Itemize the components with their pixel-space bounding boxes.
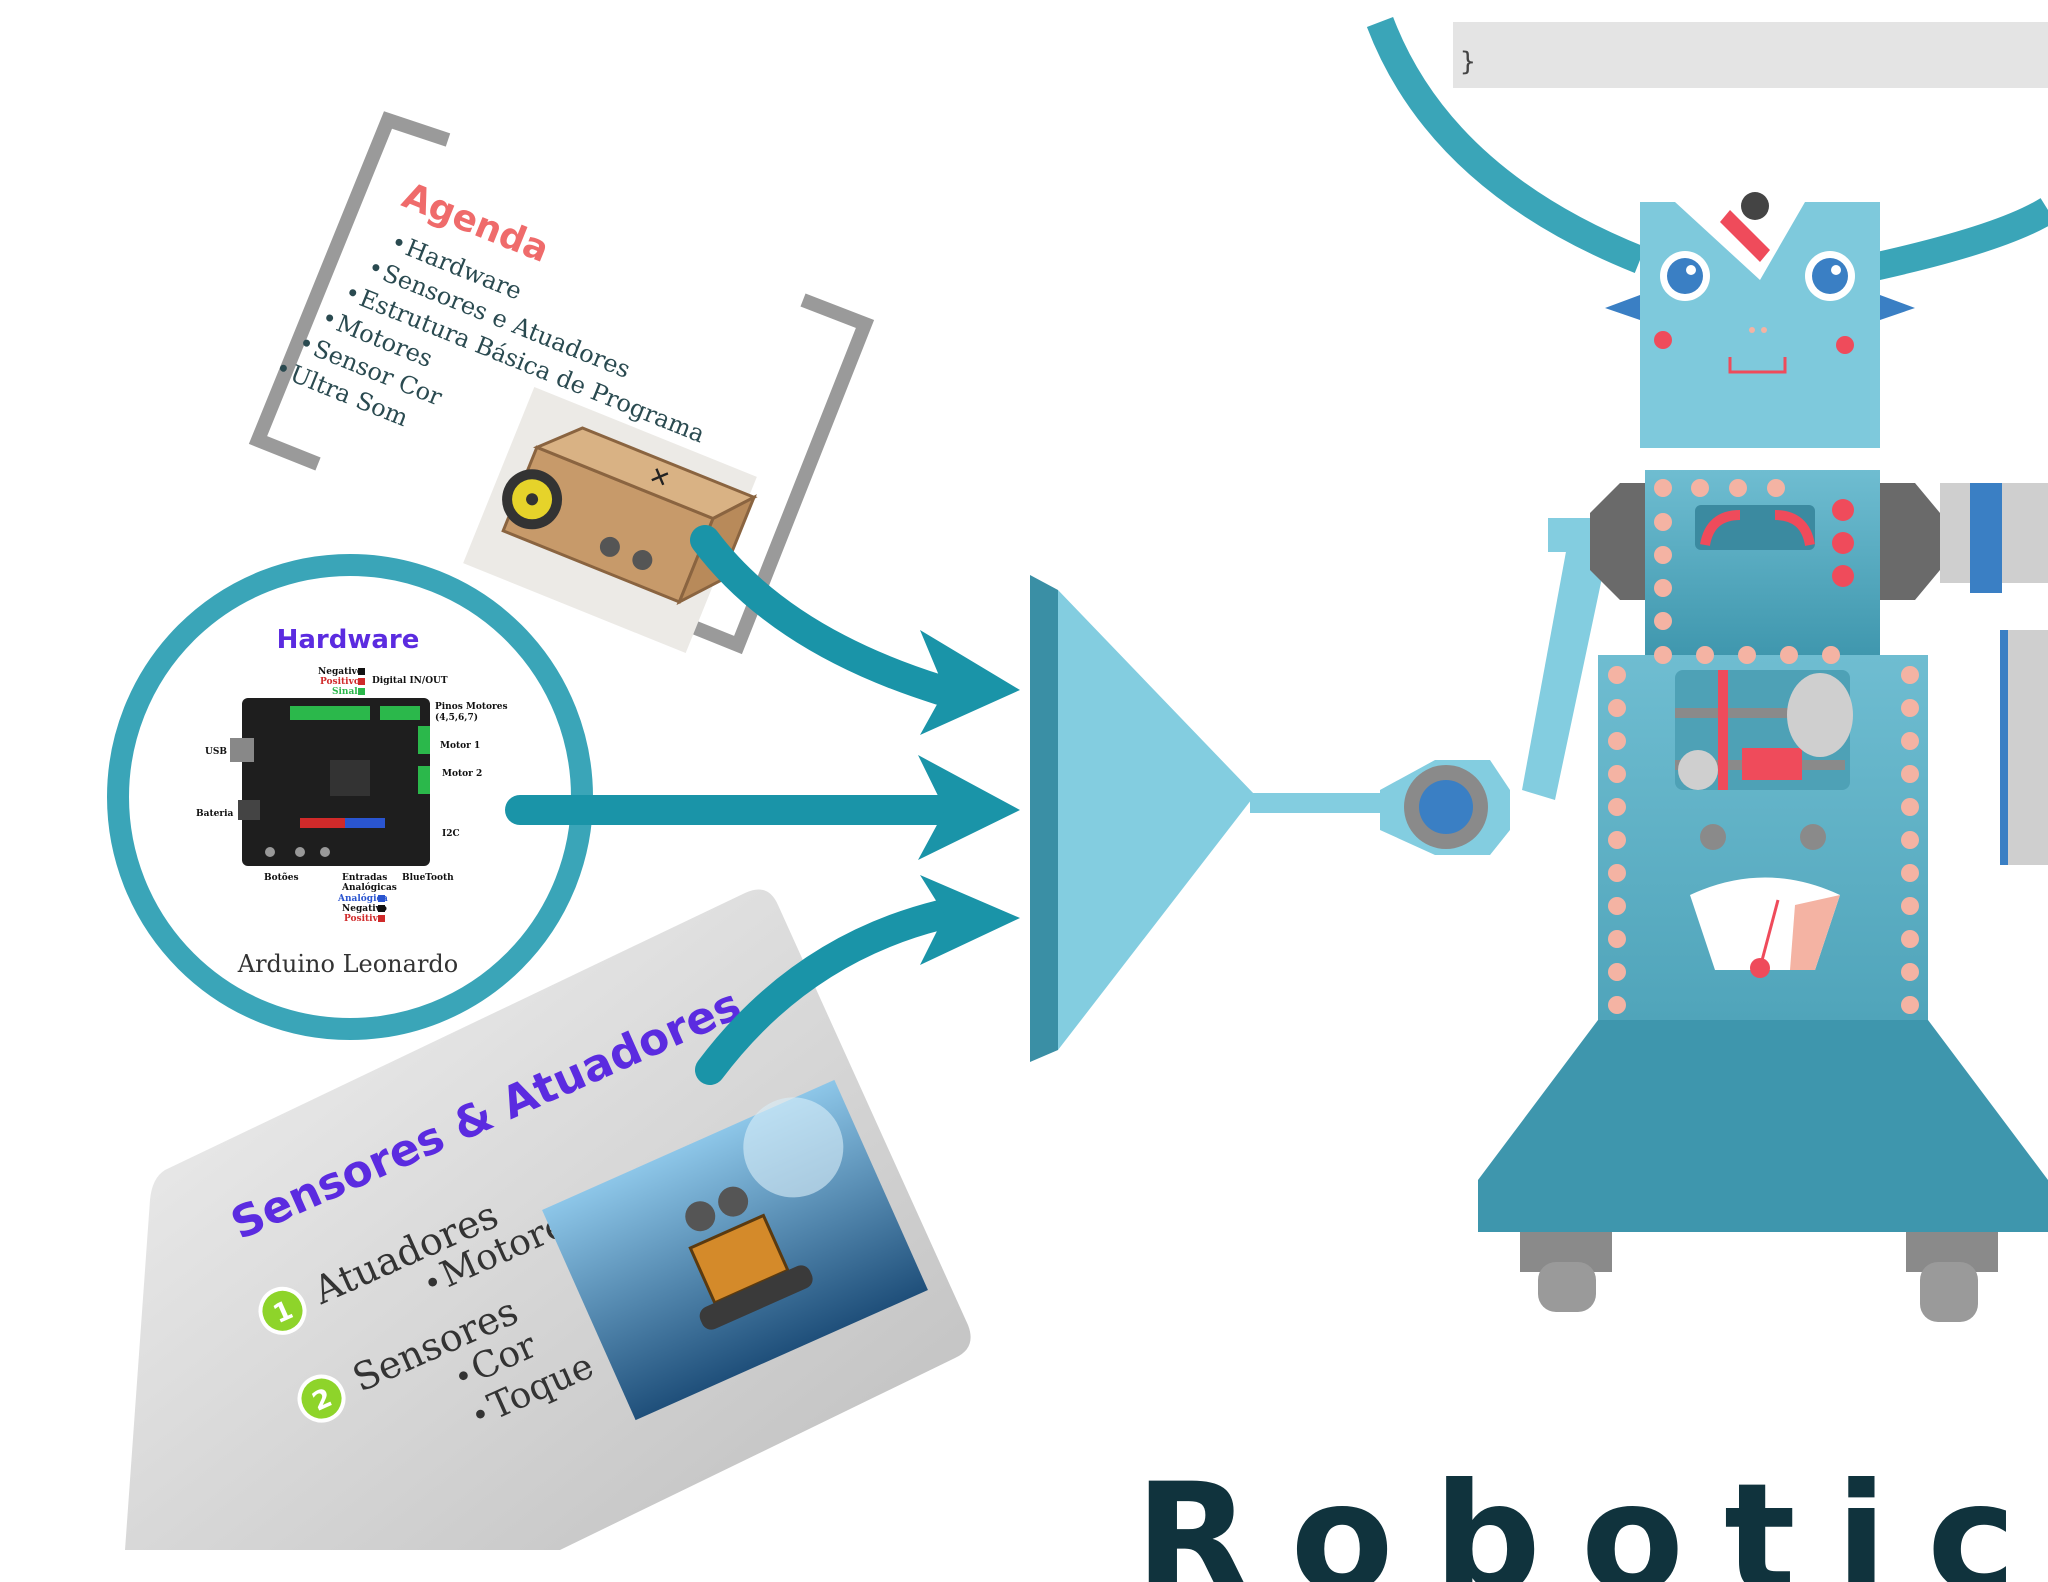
robot-dot [1901, 765, 1919, 783]
robot-dot [1901, 666, 1919, 684]
robot-dot [1654, 612, 1672, 630]
board-label-digital: Digital IN/OUT [372, 676, 448, 686]
robot-dot [1691, 479, 1709, 497]
board-label-entradas: Entradas [342, 873, 387, 883]
arrow-head-middle [918, 755, 1020, 860]
code-closing-brace: } [1460, 47, 1476, 77]
robot-dot [1832, 565, 1854, 587]
robot-head [1605, 192, 1915, 448]
robot-dot [1608, 963, 1626, 981]
robot-dot [1901, 897, 1919, 915]
board-label-motor1: Motor 1 [440, 741, 480, 751]
robot-dot [1767, 479, 1785, 497]
board-label-negativo2: Negativo [342, 904, 387, 914]
legend-swatch-red [358, 678, 365, 685]
board-label-negativo: Negativo [318, 667, 363, 677]
group-badge-2: 2 [297, 1374, 346, 1423]
robot-illustration: } [1366, 17, 2048, 1322]
robot-dot [1901, 831, 1919, 849]
robot-dot [1608, 666, 1626, 684]
arrow-from-sensores [695, 900, 955, 1085]
robot-dot [1901, 732, 1919, 750]
robot-dot [1654, 546, 1672, 564]
robot-dot [1901, 864, 1919, 882]
group-badge-1: 1 [258, 1286, 307, 1335]
robot-dot [1608, 699, 1626, 717]
hardware-frame[interactable]: Hardware Negativo Positivo Sinal Digital… [107, 554, 593, 1040]
board-label-pinos-motores: Pinos Motores [435, 702, 508, 712]
hardware-title: Hardware [277, 625, 420, 655]
board-label-analogicas: Analógicas [341, 882, 397, 893]
robot-dot [1654, 479, 1672, 497]
legend-swatch-black-2 [378, 905, 385, 912]
board-label-usb: USB [205, 747, 227, 757]
robot-car-image: ✕ [463, 386, 758, 654]
robot-dot [1901, 996, 1919, 1014]
robot-dot [1608, 996, 1626, 1014]
arrow-from-agenda [690, 525, 955, 705]
board-label-positivo: Positivo [320, 677, 360, 687]
robot-dot [1608, 831, 1626, 849]
arrow-head-bottom [920, 875, 1020, 965]
robot-dot [1608, 864, 1626, 882]
board-label-bateria: Bateria [196, 809, 233, 819]
robot-dot [1832, 499, 1854, 521]
board-label-pinos-numbers: (4,5,6,7) [435, 712, 478, 723]
legend-swatch-blue [378, 895, 385, 902]
board-label-sinal: Sinal [332, 687, 358, 697]
legend-swatch-green [358, 688, 365, 695]
board-label-bluetooth: BlueTooth [402, 873, 454, 883]
connector-arrows [505, 525, 1020, 1085]
agenda-right-bracket [673, 293, 875, 655]
robot-dot [1608, 765, 1626, 783]
robot-dot [1608, 798, 1626, 816]
robot-dot [1780, 646, 1798, 664]
sensores-frame[interactable]: Sensores & Atuadores 1 Atuadores • Motor… [125, 889, 971, 1550]
wall-e-image [542, 1079, 928, 1421]
robot-dot [1608, 930, 1626, 948]
arduino-board-image [230, 698, 430, 866]
board-label-botoes: Botões [264, 872, 299, 883]
robot-dot [1901, 699, 1919, 717]
robot-dot [1696, 646, 1714, 664]
funnel-shape [1030, 575, 1410, 1062]
robot-dot [1654, 646, 1672, 664]
agenda-left-bracket [248, 111, 451, 471]
board-label-positivo2: Positivo [344, 914, 384, 924]
robot-dot [1832, 532, 1854, 554]
robot-dot [1654, 579, 1672, 597]
robot-dot [1901, 963, 1919, 981]
robot-dot [1729, 479, 1747, 497]
hardware-caption: Arduino Leonardo [237, 950, 458, 978]
board-label-motor2: Motor 2 [442, 769, 482, 779]
code-snippet [1453, 22, 2048, 88]
robot-dot [1901, 798, 1919, 816]
legend-swatch-black [358, 668, 365, 675]
robot-dot [1822, 646, 1840, 664]
legend-swatch-red-2 [378, 915, 385, 922]
robot-dot [1738, 646, 1756, 664]
robot-ring [1366, 17, 1646, 273]
robot-dot [1654, 513, 1672, 531]
robot-dot [1608, 897, 1626, 915]
arrow-head-top [920, 630, 1020, 735]
robot-dot [1901, 930, 1919, 948]
board-label-i2c: I2C [442, 829, 460, 839]
board-label-analogica: Analógica [337, 893, 388, 904]
robot-dot [1608, 732, 1626, 750]
main-title: Robotica A [1135, 1452, 2048, 1582]
